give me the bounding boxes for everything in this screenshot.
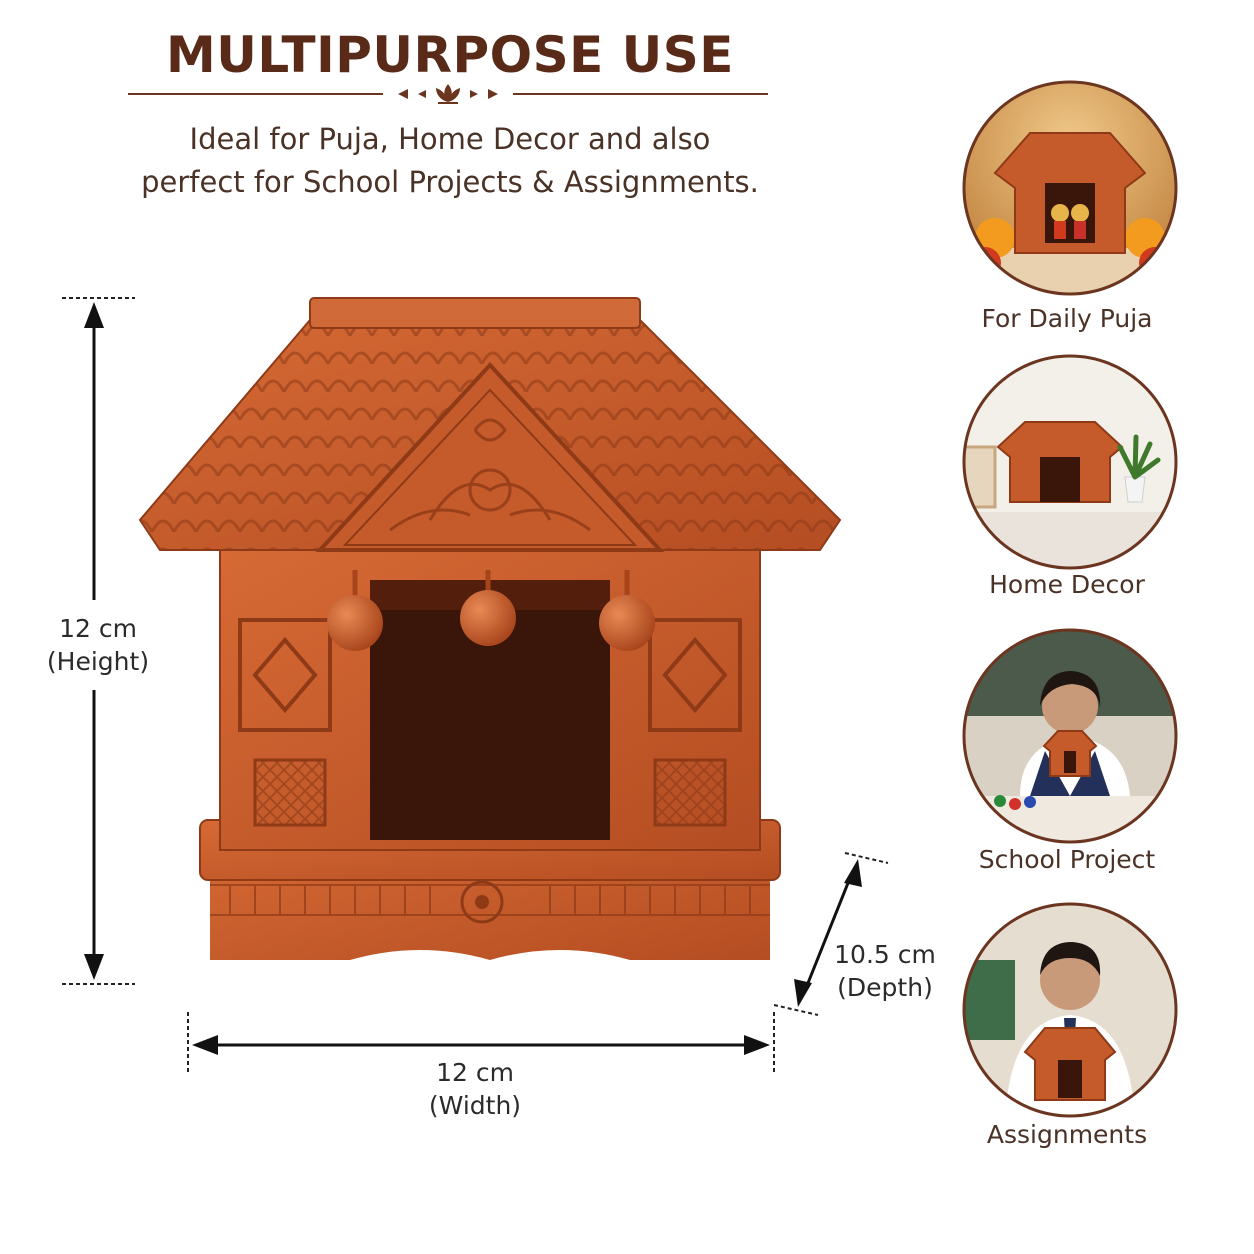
width-dimension-arrow [187,1012,775,1075]
height-caption: (Height) [46,647,150,676]
depth-dimension-arrow [773,852,889,1016]
page-subtitle: Ideal for Puja, Home Decor and also perf… [100,118,800,204]
height-label: 12 cm (Height) [28,612,168,678]
width-caption: (Width) [428,1091,522,1120]
puja-image [962,80,1178,296]
width-value: 12 cm [436,1058,514,1087]
subtitle-line-2: perfect for School Projects & Assignment… [141,165,759,199]
lotus-icon [398,84,498,104]
ornamental-divider [128,84,768,104]
page-title: MULTIPURPOSE USE [166,26,734,84]
subtitle-line-1: Ideal for Puja, Home Decor and also [189,122,711,156]
width-label: 12 cm (Width) [400,1056,550,1122]
terracotta-temple-image [138,297,842,960]
height-value: 12 cm [59,614,137,643]
school-project-image [962,628,1178,844]
depth-value: 10.5 cm [834,940,936,969]
use-caption-puja: For Daily Puja [981,304,1153,333]
bells [327,570,655,651]
depth-label: 10.5 cm (Depth) [820,938,950,1004]
assignments-image [962,902,1178,1118]
use-caption-assignments: Assignments [986,1120,1148,1149]
home-decor-image [962,354,1178,570]
height-dimension-arrow [62,297,135,985]
use-caption-home-decor: Home Decor [989,570,1145,599]
depth-caption: (Depth) [837,973,933,1002]
use-caption-school-project: School Project [978,845,1156,874]
